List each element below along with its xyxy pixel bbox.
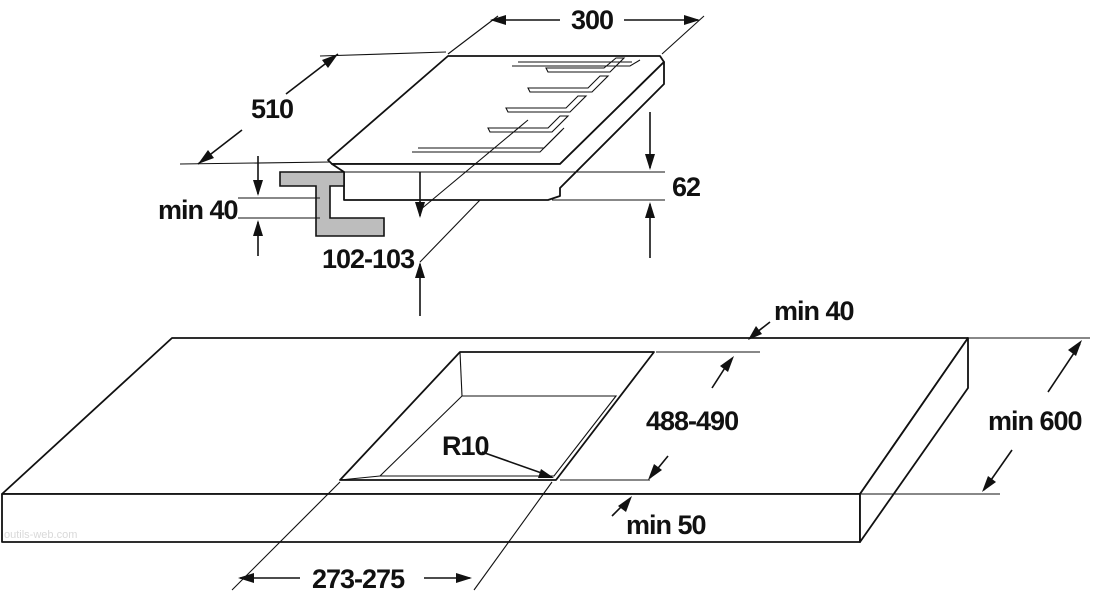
burner-grates <box>412 57 641 153</box>
label-width-300: 300 <box>571 5 613 35</box>
label-depth-102-103: 102-103 <box>322 244 415 274</box>
hob-drawing <box>279 55 665 237</box>
label-depth-510: 510 <box>251 94 293 124</box>
worktop-dimensions <box>231 321 1090 591</box>
dimension-labels: 300 510 62 min 40 102-103 min 40 488-490… <box>4 5 1083 594</box>
worktop-drawing <box>1 337 969 543</box>
label-cut-width-273-275: 273-275 <box>312 564 405 594</box>
worktop-front-face <box>1 493 861 543</box>
cutout-inner <box>378 395 618 477</box>
mounting-bracket <box>279 171 385 237</box>
label-cut-depth-488-490: 488-490 <box>646 406 738 436</box>
hob-body-line-side <box>559 95 653 189</box>
label-min-600: min 600 <box>988 406 1082 436</box>
label-min-50: min 50 <box>626 510 706 540</box>
worktop-side-face <box>859 337 969 543</box>
label-radius-r10: R10 <box>442 431 489 461</box>
label-height-62: 62 <box>672 172 700 202</box>
watermark: outils-web.com <box>4 529 77 541</box>
label-min-40-top: min 40 <box>774 296 854 326</box>
label-min-40-left: min 40 <box>158 195 238 225</box>
hob-dimensions <box>179 15 705 316</box>
